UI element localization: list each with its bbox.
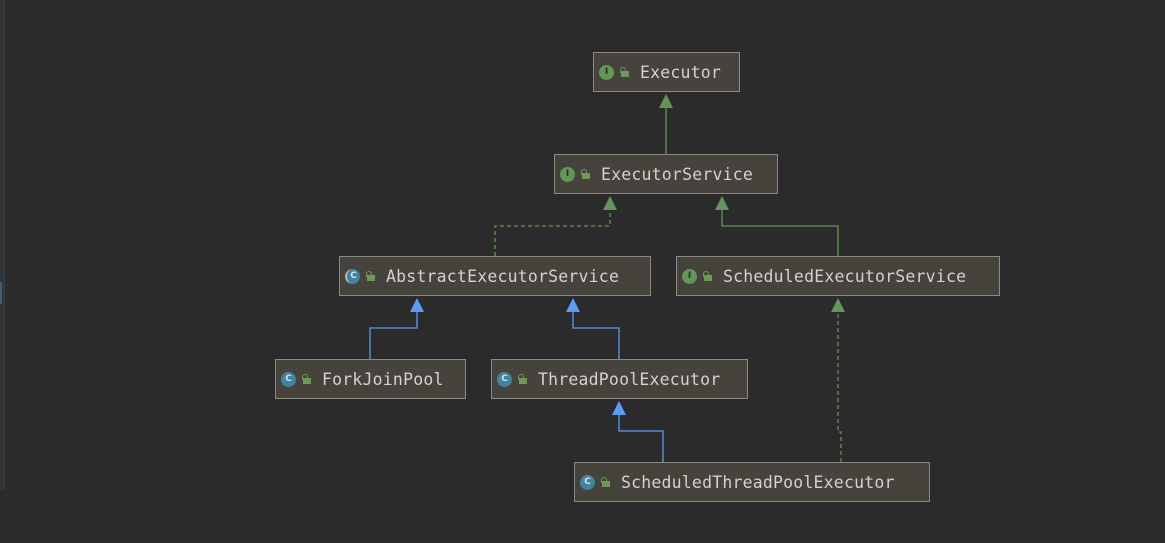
left-tool-strip bbox=[0, 0, 5, 490]
edge-fork-join-pool-to-abstract-executor-service bbox=[369, 311, 418, 359]
unlocked-icon bbox=[517, 374, 527, 384]
edge-scheduled-thread-pool-executor-to-scheduled-executor-service bbox=[837, 311, 842, 462]
unlocked-icon bbox=[301, 374, 311, 384]
interface-icon: I bbox=[682, 268, 697, 284]
unlocked-icon bbox=[365, 271, 375, 281]
node-fork-join-pool[interactable]: C ForkJoinPool bbox=[275, 359, 466, 399]
class-icon: C bbox=[281, 371, 296, 387]
left-tool-strip-marker bbox=[0, 282, 2, 304]
edge-scheduled-executor-service-to-executor-service bbox=[721, 209, 839, 256]
edge-abstract-executor-service-to-executor-service bbox=[494, 209, 611, 256]
arrowhead-scheduled-executor-service-to-executor-service bbox=[715, 196, 729, 210]
unlocked-icon bbox=[702, 271, 712, 281]
unlocked-icon bbox=[580, 169, 590, 179]
node-scheduled-thread-pool-executor[interactable]: C ScheduledThreadPoolExecutor bbox=[574, 462, 930, 502]
node-thread-pool-executor[interactable]: C ThreadPoolExecutor bbox=[491, 359, 748, 399]
node-label: ScheduledExecutorService bbox=[723, 266, 967, 286]
unlocked-icon bbox=[600, 477, 610, 487]
node-label: ExecutorService bbox=[601, 164, 754, 184]
arrowhead-abstract-executor-service-to-executor-service bbox=[603, 196, 617, 210]
node-label: ForkJoinPool bbox=[322, 369, 444, 389]
edge-thread-pool-executor-to-abstract-executor-service bbox=[572, 311, 620, 359]
node-label: ScheduledThreadPoolExecutor bbox=[621, 472, 895, 492]
node-label: ThreadPoolExecutor bbox=[538, 369, 721, 389]
node-executor[interactable]: I Executor bbox=[593, 52, 740, 92]
node-label: AbstractExecutorService bbox=[386, 266, 620, 286]
arrowhead-fork-join-pool-to-abstract-executor-service bbox=[410, 298, 424, 312]
node-abstract-executor-service[interactable]: C AbstractExecutorService bbox=[339, 256, 651, 296]
arrowhead-executor-service-to-executor bbox=[659, 94, 673, 108]
node-scheduled-executor-service[interactable]: I ScheduledExecutorService bbox=[676, 256, 1000, 296]
interface-icon: I bbox=[560, 166, 575, 182]
class-icon: C bbox=[580, 474, 595, 490]
edge-scheduled-thread-pool-executor-to-thread-pool-executor bbox=[618, 414, 664, 462]
arrowhead-scheduled-thread-pool-executor-to-thread-pool-executor bbox=[612, 401, 626, 415]
node-executor-service[interactable]: I ExecutorService bbox=[554, 154, 778, 194]
abstract-class-icon: C bbox=[345, 268, 360, 284]
unlocked-icon bbox=[619, 67, 629, 77]
arrowhead-scheduled-thread-pool-executor-to-scheduled-executor-service bbox=[831, 298, 845, 312]
arrowhead-thread-pool-executor-to-abstract-executor-service bbox=[566, 298, 580, 312]
node-label: Executor bbox=[640, 62, 722, 82]
interface-icon: I bbox=[599, 64, 614, 80]
class-icon: C bbox=[497, 371, 512, 387]
